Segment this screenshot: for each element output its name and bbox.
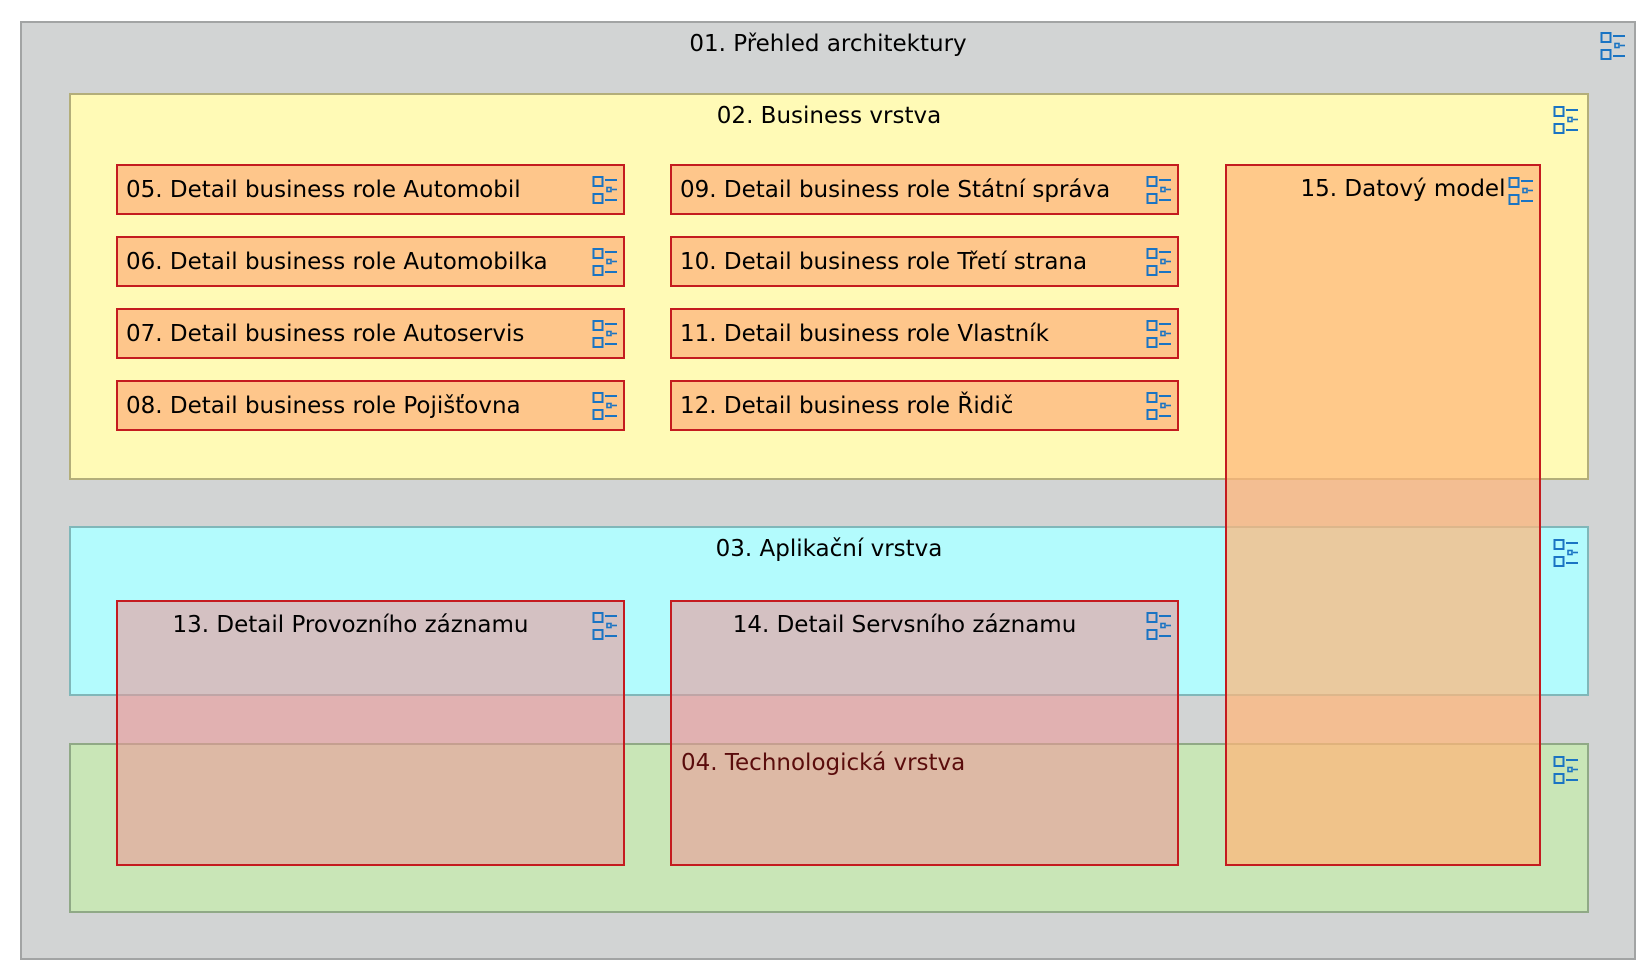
data-model-title: 15. Datový model — [1300, 176, 1506, 202]
business-role-label: 10. Detail business role Třetí strana — [680, 249, 1088, 275]
business-role-pojistovna[interactable]: 08. Detail business role Pojišťovna — [116, 380, 625, 431]
business-role-ridic[interactable]: 12. Detail business role Řidič — [670, 380, 1179, 431]
overview-title: 01. Přehled architektury — [689, 31, 967, 57]
view-reference-icon[interactable] — [1553, 105, 1579, 135]
business-role-automobilka[interactable]: 06. Detail business role Automobilka — [116, 236, 625, 287]
view-reference-icon[interactable] — [1553, 538, 1579, 568]
application-layer-title: 03. Aplikační vrstva — [715, 536, 943, 562]
operational-record-detail[interactable]: 13. Detail Provozního záznamu — [116, 600, 625, 866]
view-reference-icon[interactable] — [1553, 755, 1579, 785]
view-reference-icon[interactable] — [1146, 391, 1172, 421]
business-role-vlastnik[interactable]: 11. Detail business role Vlastník — [670, 308, 1179, 359]
operational-record-title: 13. Detail Provozního záznamu — [172, 612, 529, 638]
business-role-automobil[interactable]: 05. Detail business role Automobil — [116, 164, 625, 215]
technology-layer-title: 04. Technologická vrstva — [681, 750, 966, 776]
business-role-statni-sprava[interactable]: 09. Detail business role Státní správa — [670, 164, 1179, 215]
business-role-treti-strana[interactable]: 10. Detail business role Třetí strana — [670, 236, 1179, 287]
view-reference-icon[interactable] — [1600, 31, 1626, 61]
view-reference-icon[interactable] — [592, 319, 618, 349]
business-layer-title: 02. Business vrstva — [716, 103, 942, 129]
view-reference-icon[interactable] — [592, 611, 618, 641]
view-reference-icon[interactable] — [1146, 611, 1172, 641]
business-role-label: 11. Detail business role Vlastník — [680, 321, 1049, 347]
view-reference-icon[interactable] — [592, 247, 618, 277]
view-reference-icon[interactable] — [1146, 247, 1172, 277]
service-record-detail[interactable]: 14. Detail Servsního záznamu — [670, 600, 1179, 866]
service-record-title: 14. Detail Servsního záznamu — [732, 612, 1077, 638]
business-role-label: 12. Detail business role Řidič — [680, 393, 1014, 419]
business-role-label: 06. Detail business role Automobilka — [126, 249, 548, 275]
business-role-autoservis[interactable]: 07. Detail business role Autoservis — [116, 308, 625, 359]
data-model[interactable]: 15. Datový model — [1225, 164, 1541, 866]
view-reference-icon[interactable] — [1146, 319, 1172, 349]
business-role-label: 09. Detail business role Státní správa — [680, 177, 1111, 203]
view-reference-icon[interactable] — [592, 391, 618, 421]
business-role-label: 07. Detail business role Autoservis — [126, 321, 525, 347]
view-reference-icon[interactable] — [1508, 176, 1534, 206]
business-role-label: 05. Detail business role Automobil — [126, 177, 521, 203]
business-role-label: 08. Detail business role Pojišťovna — [126, 393, 521, 419]
view-reference-icon[interactable] — [592, 175, 618, 205]
view-reference-icon[interactable] — [1146, 175, 1172, 205]
